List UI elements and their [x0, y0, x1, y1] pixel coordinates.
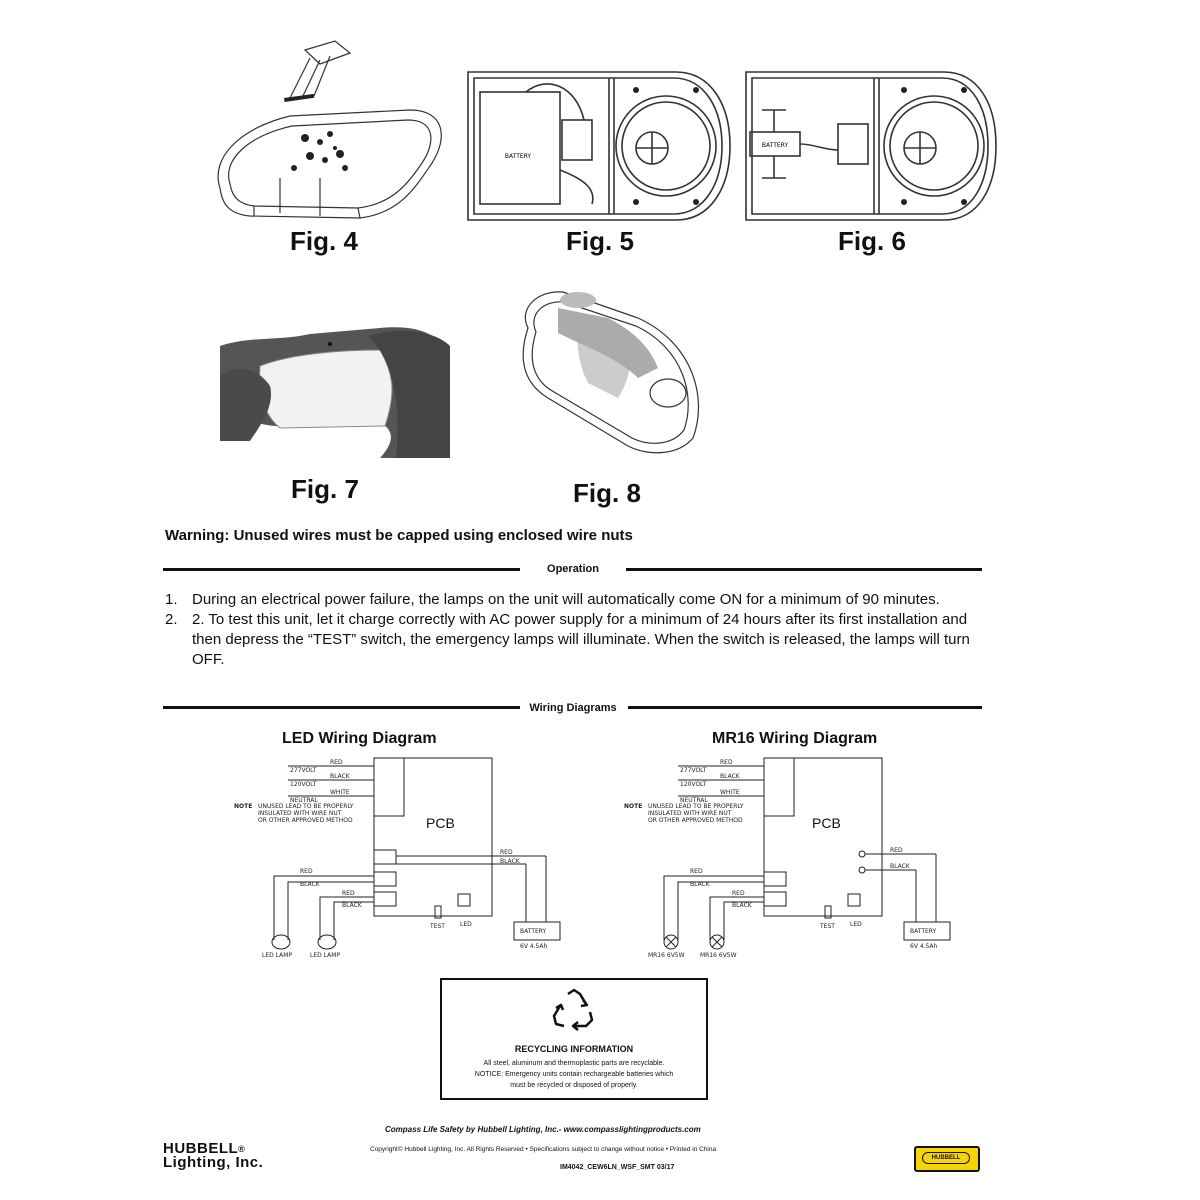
hubbell-badge-logo: HUBBELL [914, 1146, 980, 1172]
mr16-lamp-2-label: MR16 6V5W [700, 952, 737, 959]
mr16-lamp-1-label: MR16 6V5W [648, 952, 685, 959]
warning-text: Warning: Unused wires must be capped usi… [165, 527, 633, 544]
mr16-test-label: TEST [819, 923, 835, 930]
operation-item-number: 2. [165, 611, 178, 628]
led-120v-label: 120VOLT [290, 781, 317, 788]
fig-8-label: Fig. 8 [573, 478, 641, 508]
operation-title: Operation [547, 563, 599, 575]
led-led-label: LED [460, 921, 472, 928]
led-black3-label: BLACK [300, 881, 321, 888]
operation-item: 1. During an electrical power failure, t… [165, 590, 985, 610]
led-note-line-1: UNUSED LEAD TO BE PROPERLY [258, 803, 354, 810]
mr16-note-line-1: UNUSED LEAD TO BE PROPERLY [648, 803, 744, 810]
operation-item-text: During an electrical power failure, the … [192, 591, 940, 608]
led-note-line-2: INSULATED WITH WIRE NUT [258, 810, 342, 817]
led-pcb-label: PCB [426, 815, 455, 831]
footer-copyright: Copyright© Hubbell Lighting, Inc. All Ri… [370, 1146, 717, 1153]
led-note-label: NOTE [234, 803, 252, 810]
mr16-black3-label: BLACK [690, 881, 711, 888]
mr16-black2-label: BLACK [890, 863, 911, 870]
footer-tagline: Compass Life Safety by Hubbell Lighting,… [385, 1125, 701, 1134]
operation-rule-left [163, 568, 520, 571]
operation-rule-right [626, 568, 982, 571]
mr16-red3-label: RED [690, 868, 703, 875]
fig-6-illustration: BATTERY [745, 71, 997, 221]
led-black2-label: BLACK [500, 858, 521, 865]
recycling-info-box: RECYCLING INFORMATION All steel, aluminu… [440, 978, 708, 1100]
mr16-note-label: NOTE [624, 803, 642, 810]
mr16-diagram-title: MR16 Wiring Diagram [712, 730, 878, 747]
led-black4-label: BLACK [342, 902, 363, 909]
fig-8-illustration [522, 291, 700, 454]
footer-document-code: IM4042_CEW6LN_WSF_SMT 03/17 [560, 1164, 675, 1171]
mr16-battery-sub: 6V 4.5Ah [910, 943, 937, 950]
led-neutral-label: NEUTRAL [290, 797, 318, 804]
mr16-red-label: RED [720, 759, 733, 766]
operation-item: 2. 2. To test this unit, let it charge c… [165, 610, 985, 670]
recycling-line-1: All steel, aluminum and thermoplastic pa… [483, 1060, 665, 1067]
fig-4-label: Fig. 4 [290, 226, 358, 256]
recycling-title: RECYCLING INFORMATION [514, 1044, 634, 1054]
mr16-red2-label: RED [890, 847, 903, 854]
operation-list: 1. During an electrical power failure, t… [165, 590, 985, 670]
mr16-black-label: BLACK [720, 773, 741, 780]
recycling-line-2: NOTICE: Emergency units contain recharge… [474, 1071, 674, 1078]
led-black-label: BLACK [330, 773, 351, 780]
led-277v-label: 277VOLT [290, 767, 317, 774]
wiring-title: Wiring Diagrams [529, 702, 617, 714]
led-red-label: RED [330, 759, 343, 766]
recycling-line-3: must be recycled or disposed of properly… [510, 1082, 638, 1089]
logo-registered-mark: ® [238, 1144, 246, 1154]
logo-line-2: Lighting, Inc. [163, 1154, 264, 1171]
fig-6-label: Fig. 6 [838, 226, 906, 256]
fig-7-illustration [220, 316, 450, 458]
mr16-red4-label: RED [732, 890, 745, 897]
wiring-rule-left [163, 706, 520, 709]
mr16-note-line-3: OR OTHER APPROVED METHOD [648, 817, 743, 824]
mr16-277v-label: 277VOLT [680, 767, 707, 774]
mr16-battery-label: BATTERY [910, 928, 937, 935]
led-white-label: WHITE [330, 789, 350, 796]
mr16-note-line-2: INSULATED WITH WIRE NUT [648, 810, 732, 817]
operation-item-number: 1. [165, 591, 178, 608]
led-battery-label: BATTERY [520, 928, 547, 935]
fig-6-battery-label: BATTERY [762, 142, 789, 149]
led-test-label: TEST [429, 923, 445, 930]
led-diagram-title: LED Wiring Diagram [282, 730, 437, 747]
hubbell-logo: HUBBELL® Lighting, Inc. [163, 1140, 264, 1171]
led-lamp-1-label: LED LAMP [262, 952, 292, 959]
led-note-line-3: OR OTHER APPROVED METHOD [258, 817, 353, 824]
led-lamp-2-label: LED LAMP [310, 952, 340, 959]
fig-5-illustration: BATTERY [467, 71, 731, 221]
mr16-pcb-label: PCB [812, 815, 841, 831]
led-red4-label: RED [342, 890, 355, 897]
mr16-black4-label: BLACK [732, 902, 753, 909]
operation-item-text: 2. To test this unit, let it charge corr… [192, 611, 970, 668]
wiring-rule-right [628, 706, 982, 709]
led-red2-label: RED [500, 849, 513, 856]
fig-4-illustration [217, 40, 442, 219]
mr16-led-label: LED [850, 921, 862, 928]
led-wiring-diagram: PCB 277VOLT 120VOLT NEUTRAL RED BLACK WH… [234, 757, 561, 959]
mr16-wiring-diagram: PCB 277VOLT 120VOLT NEUTRAL RED BLACK WH… [624, 757, 951, 959]
mr16-white-label: WHITE [720, 789, 740, 796]
led-red3-label: RED [300, 868, 313, 875]
recycle-icon [552, 988, 594, 1031]
fig-5-battery-label: BATTERY [505, 153, 532, 160]
fig-7-label: Fig. 7 [291, 474, 359, 504]
led-battery-sub: 6V 4.5Ah [520, 943, 547, 950]
mr16-neutral-label: NEUTRAL [680, 797, 708, 804]
fig-5-label: Fig. 5 [566, 226, 634, 256]
logo-line-1: HUBBELL [163, 1140, 239, 1157]
mr16-120v-label: 120VOLT [680, 781, 707, 788]
badge-text: HUBBELL [922, 1152, 970, 1164]
